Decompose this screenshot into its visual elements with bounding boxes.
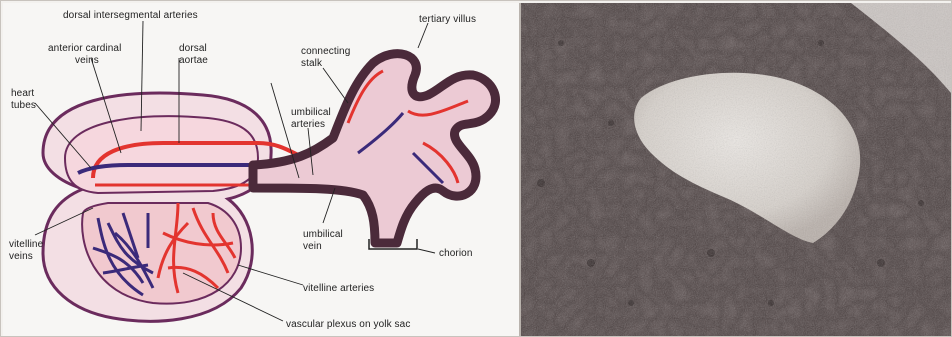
- label-vitelline-veins-line2: veins: [9, 251, 33, 262]
- label-tertiary-villus: tertiary villus: [419, 14, 476, 25]
- label-anterior-cardinal-veins-line1: anterior cardinal: [48, 43, 121, 54]
- label-dorsal-aortae-line1: dorsal: [179, 43, 207, 54]
- label-chorion: chorion: [439, 248, 473, 259]
- label-vitelline-arteries: vitelline arteries: [303, 283, 374, 294]
- label-vitelline-veins-line1: vitelline: [9, 239, 43, 250]
- label-umbilical-arteries-line2: arteries: [291, 119, 325, 130]
- micrograph-image: [521, 3, 951, 336]
- diagram-panel: dorsal intersegmental arteries tertiary …: [3, 3, 521, 336]
- label-heart-tubes-line1: heart: [11, 88, 34, 99]
- embryo-body: [65, 116, 258, 193]
- label-umbilical-vein-line1: umbilical: [303, 229, 343, 240]
- label-heart-tubes-line2: tubes: [11, 100, 36, 111]
- label-connecting-stalk-line1: connecting: [301, 46, 350, 57]
- label-umbilical-vein-line2: vein: [303, 241, 322, 252]
- label-anterior-cardinal-veins-line2: veins: [75, 55, 99, 66]
- label-connecting-stalk-line2: stalk: [301, 58, 322, 69]
- micrograph-panel: [521, 3, 951, 336]
- label-dorsal-intersegmental-arteries: dorsal intersegmental arteries: [63, 10, 198, 21]
- label-vascular-plexus-on-yolk-sac: vascular plexus on yolk sac: [286, 319, 410, 330]
- label-dorsal-aortae-line2: aortae: [179, 55, 208, 66]
- film-grain: [521, 3, 951, 336]
- label-umbilical-arteries-line1: umbilical: [291, 107, 331, 118]
- tertiary-villus: [253, 54, 496, 243]
